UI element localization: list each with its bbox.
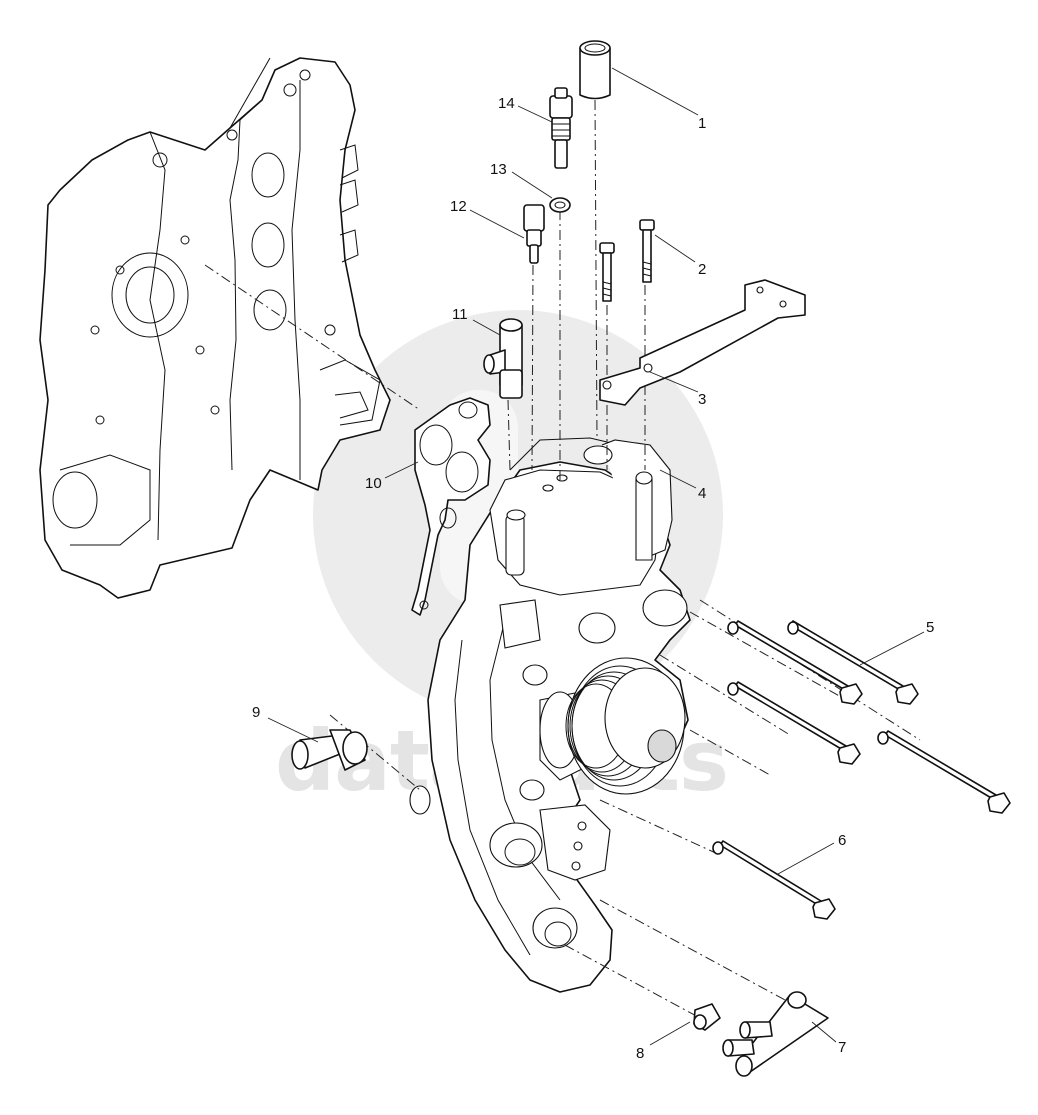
callout-10: 10 [365, 461, 419, 492]
callout-12: 12 [450, 198, 525, 239]
callouts: 1 2 3 4 5 6 7 8 [252, 67, 934, 1062]
callout-8: 8 [636, 1021, 691, 1062]
svg-text:11: 11 [452, 306, 468, 323]
svg-text:6: 6 [838, 832, 846, 849]
part-2-bolts [599, 219, 655, 302]
svg-text:4: 4 [698, 485, 706, 502]
engine-block [39, 57, 391, 599]
callout-4: 4 [659, 469, 706, 502]
part-6-bolt [712, 840, 836, 920]
callout-6: 6 [777, 832, 846, 875]
svg-text:12: 12 [450, 198, 467, 215]
part-3-bracket [599, 279, 806, 406]
callout-2: 2 [654, 234, 706, 278]
svg-text:9: 9 [252, 704, 260, 721]
part-7-tube [722, 991, 829, 1077]
svg-text:7: 7 [838, 1039, 846, 1056]
callout-9: 9 [252, 704, 319, 743]
water-pump-housing [409, 437, 691, 993]
callout-5: 5 [859, 619, 934, 666]
callout-7: 7 [811, 1021, 846, 1056]
part-9-elbow [291, 729, 368, 771]
callout-11: 11 [452, 306, 501, 336]
part-1-sleeve [579, 40, 611, 100]
callout-14: 14 [498, 95, 553, 123]
part-5-bolts [727, 620, 1011, 814]
part-10-gasket [411, 397, 491, 616]
svg-text:10: 10 [365, 475, 382, 492]
part-8-plug [693, 1003, 721, 1031]
svg-text:8: 8 [636, 1045, 644, 1062]
svg-text:14: 14 [498, 95, 515, 112]
svg-text:13: 13 [490, 161, 507, 178]
part-11-elbow [483, 318, 523, 399]
part-13-washer [549, 197, 571, 213]
callout-1: 1 [611, 67, 706, 132]
svg-text:3: 3 [698, 391, 706, 408]
part-12-sensor [523, 204, 545, 264]
callout-13: 13 [490, 161, 553, 199]
svg-text:1: 1 [698, 115, 706, 132]
part-14-sensor [549, 87, 573, 169]
callout-3: 3 [649, 371, 706, 408]
svg-text:2: 2 [698, 261, 706, 278]
svg-text:5: 5 [926, 619, 934, 636]
